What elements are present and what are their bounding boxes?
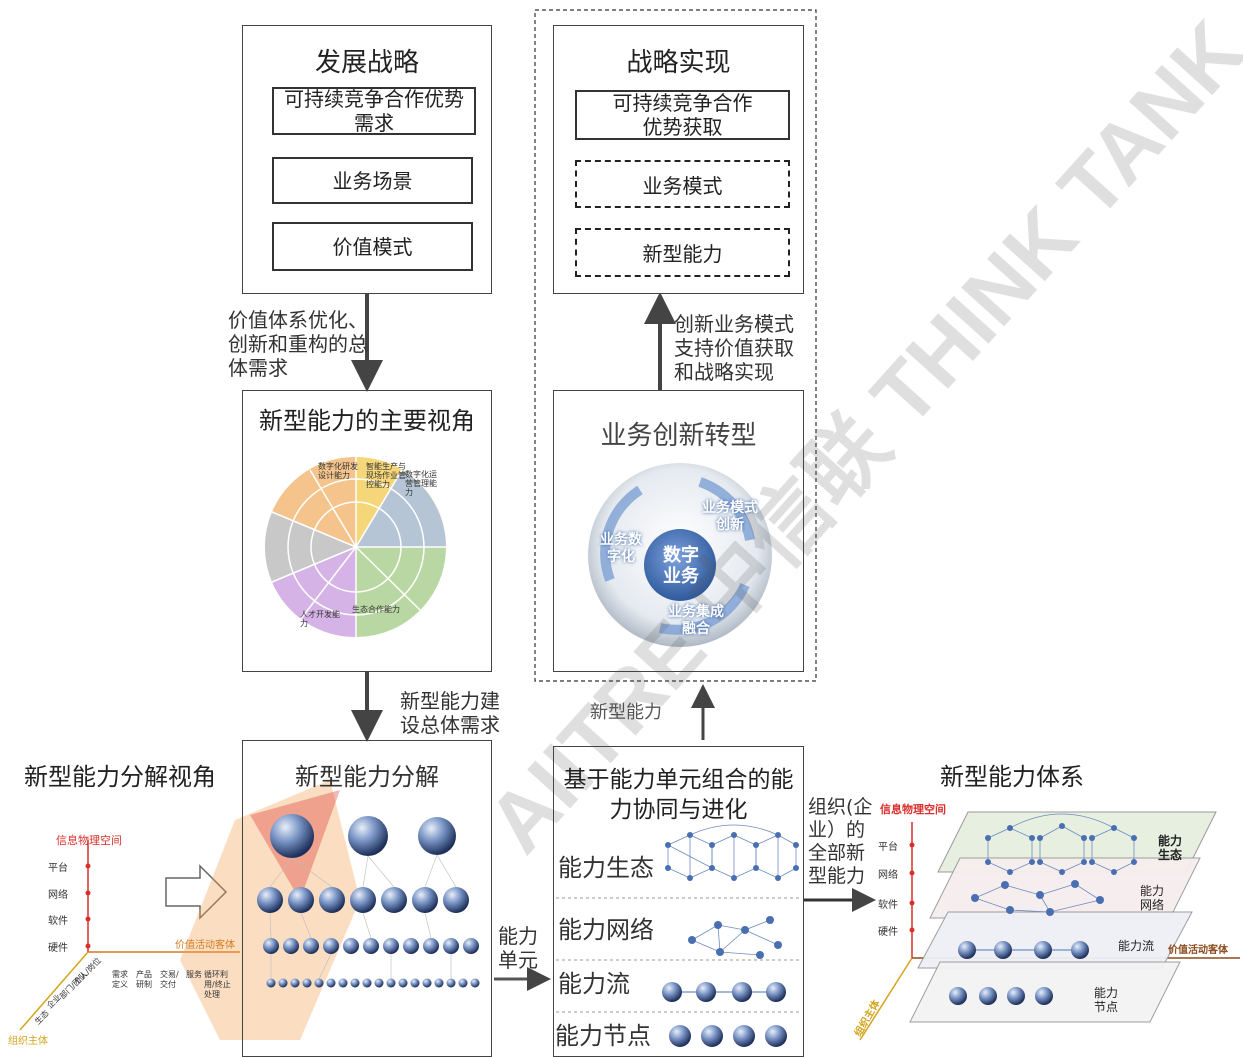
sys-y-axis-title: 信息物理空间 (880, 803, 946, 816)
sys-layer-network: 能力网络 (1140, 884, 1165, 912)
decomposition-box: 新型能力分解 (242, 740, 492, 1057)
sys-x-axis-title: 价值活动客体 (1168, 945, 1228, 956)
realization-item-advantage: 可持续竞争合作优势获取 (575, 90, 790, 140)
business-box: 业务创新转型 (553, 390, 804, 672)
wheel-label-ecosystem: 生态合作能力 (352, 605, 400, 614)
sphere-bottom: 业务集成融合 (668, 604, 724, 637)
realization-frame (534, 9, 817, 682)
dv-y-software: 软件 (48, 916, 68, 927)
decomposition-balls (257, 814, 480, 988)
system-side-text: 组织(企业）的全部新型能力 (808, 796, 873, 887)
sys-y-network: 网络 (878, 870, 898, 881)
strategy-item-value: 价值模式 (272, 222, 473, 271)
sphere-left: 业务数字化 (600, 532, 642, 565)
decomposition-axes (19, 840, 240, 1031)
strategy-item-scene: 业务场景 (272, 157, 473, 204)
sphere-top-right: 业务模式创新 (702, 500, 758, 533)
business-title: 业务创新转型 (600, 421, 757, 451)
wheel-label-production: 智能生产与现场作业管控能力 (366, 462, 406, 489)
wheel-label-operation: 数字化运营管理能力 (405, 470, 437, 497)
dv-y-network: 网络 (48, 890, 68, 901)
dv-x-service: 服务 (186, 970, 202, 979)
dv-y-axis-title: 信息物理空间 (56, 834, 122, 847)
label-construction: 新型能力建设总体需求 (400, 689, 500, 737)
dv-x-trade: 交易/交付 (160, 970, 179, 989)
strategy-title: 发展战略 (314, 48, 419, 78)
system-title: 新型能力体系 (940, 763, 1084, 791)
sys-layer-ecosystem: 能力生态 (1158, 834, 1183, 862)
perspective-box: 新型能力的主要视角 (242, 390, 492, 672)
decomposition-view-title: 新型能力分解视角 (24, 763, 216, 791)
wheel-label-talent: 人才开发能力 (300, 610, 340, 628)
dv-y-platform: 平台 (48, 863, 68, 874)
business-sphere (588, 463, 772, 647)
label-innovate: 创新业务模式支持价值获取和战略实现 (674, 312, 794, 384)
label-value-system: 价值体系优化、创新和重构的总体需求 (228, 308, 368, 380)
dv-x-recycle: 循环利用/终止处理 (204, 970, 231, 999)
synergy-layer-ecosystem: 能力生态 (558, 854, 654, 882)
sys-y-hardware: 硬件 (878, 927, 898, 938)
synergy-layer-flow: 能力流 (558, 970, 630, 998)
realization-item-new-capability: 新型能力 (575, 228, 790, 277)
perspective-title: 新型能力的主要视角 (259, 407, 475, 435)
realization-item-business-model: 业务模式 (575, 160, 790, 208)
synergy-layer-network: 能力网络 (558, 916, 654, 944)
dv-x-develop: 产品研制 (136, 970, 152, 989)
label-unit: 能力单元 (498, 924, 538, 972)
sphere-center: 数字业务 (663, 545, 699, 587)
dv-x-axis-title: 价值活动客体 (175, 940, 235, 951)
sys-layer-node: 能力节点 (1094, 986, 1119, 1014)
synergy-box: 基于能力单元组合的能力协同与进化 (553, 746, 804, 1057)
perspective-wheel (264, 456, 446, 638)
wheel-label-rd: 数字化研发设计能力 (318, 462, 358, 480)
dv-y-hardware: 硬件 (48, 943, 68, 954)
realization-title: 战略实现 (626, 48, 731, 78)
sys-layer-flow: 能力流 (1118, 939, 1155, 953)
decomposition-title: 新型能力分解 (295, 763, 439, 791)
sys-y-platform: 平台 (878, 842, 898, 853)
system-graphics (859, 811, 1240, 1041)
synergy-layer-node: 能力节点 (555, 1022, 651, 1050)
label-new-capability: 新型能力 (590, 702, 662, 723)
strategy-item-demand: 可持续竞争合作优势需求 (272, 87, 476, 135)
sys-y-software: 软件 (878, 900, 898, 911)
dv-x-demand: 需求定义 (112, 970, 128, 989)
dv-z-axis-title: 组织主体 (8, 1036, 48, 1047)
synergy-graphics (556, 824, 800, 1047)
synergy-title: 基于能力单元组合的能力协同与进化 (563, 767, 794, 823)
